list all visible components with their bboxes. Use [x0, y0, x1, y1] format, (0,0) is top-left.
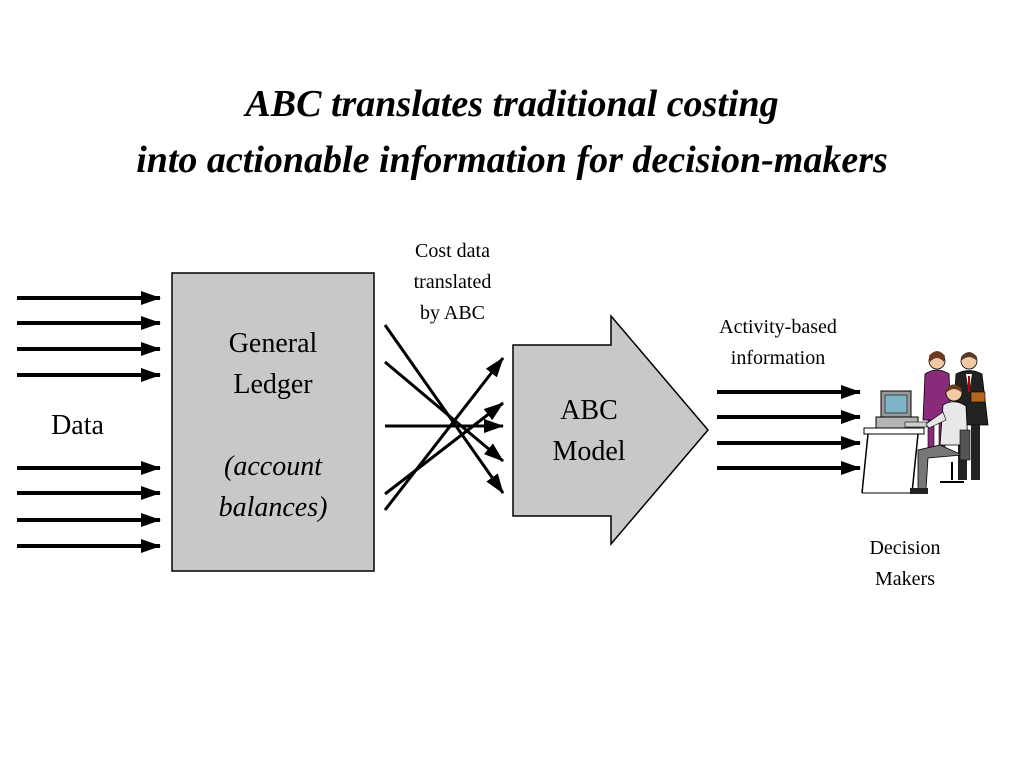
decision-makers-icon	[861, 351, 989, 494]
decision-makers-label: Decision Makers	[835, 533, 975, 595]
general-ledger-subtitle: (account balances)	[172, 446, 374, 528]
translation-arrow	[384, 360, 504, 463]
activity-info-line: Activity-based	[719, 316, 837, 338]
activity-info-line: information	[730, 347, 826, 369]
general-ledger-sub-line: balances)	[218, 492, 328, 523]
cost-data-line: Cost data	[415, 240, 490, 262]
decision-makers-line: Makers	[875, 568, 935, 590]
decision-makers-line: Decision	[869, 537, 941, 559]
translation-arrow	[383, 324, 505, 494]
abc-model-text: ABC Model	[513, 390, 665, 472]
general-ledger-title: General Ledger	[172, 323, 374, 405]
title-line-1: ABC translates traditional costing	[245, 83, 779, 125]
data-label: Data	[51, 410, 104, 441]
general-ledger-box	[171, 272, 375, 572]
cost-data-line: translated	[413, 271, 492, 293]
abc-model-line: ABC	[560, 395, 618, 426]
activity-info-label: Activity-based information	[688, 312, 868, 374]
translation-arrow	[383, 357, 505, 511]
slide-title: ABC translates traditional costing into …	[0, 76, 1024, 188]
data-input-arrows-top	[17, 291, 161, 382]
general-ledger-sub-line: (account	[224, 451, 322, 482]
general-ledger-line: General	[228, 328, 318, 359]
abc-model-line: Model	[552, 436, 626, 467]
translation-arrows	[383, 324, 505, 511]
translation-arrow	[384, 401, 504, 496]
general-ledger-line: Ledger	[233, 369, 313, 400]
title-line-2: into actionable information for decision…	[136, 139, 888, 181]
cost-data-label: Cost data translated by ABC	[385, 236, 520, 329]
general-ledger-text: General Ledger (account balances)	[172, 323, 374, 528]
cost-data-line: by ABC	[419, 302, 486, 324]
data-input-arrows-bottom	[17, 461, 161, 553]
abc-model-arrow-shape	[512, 313, 709, 547]
output-arrows	[717, 385, 861, 475]
